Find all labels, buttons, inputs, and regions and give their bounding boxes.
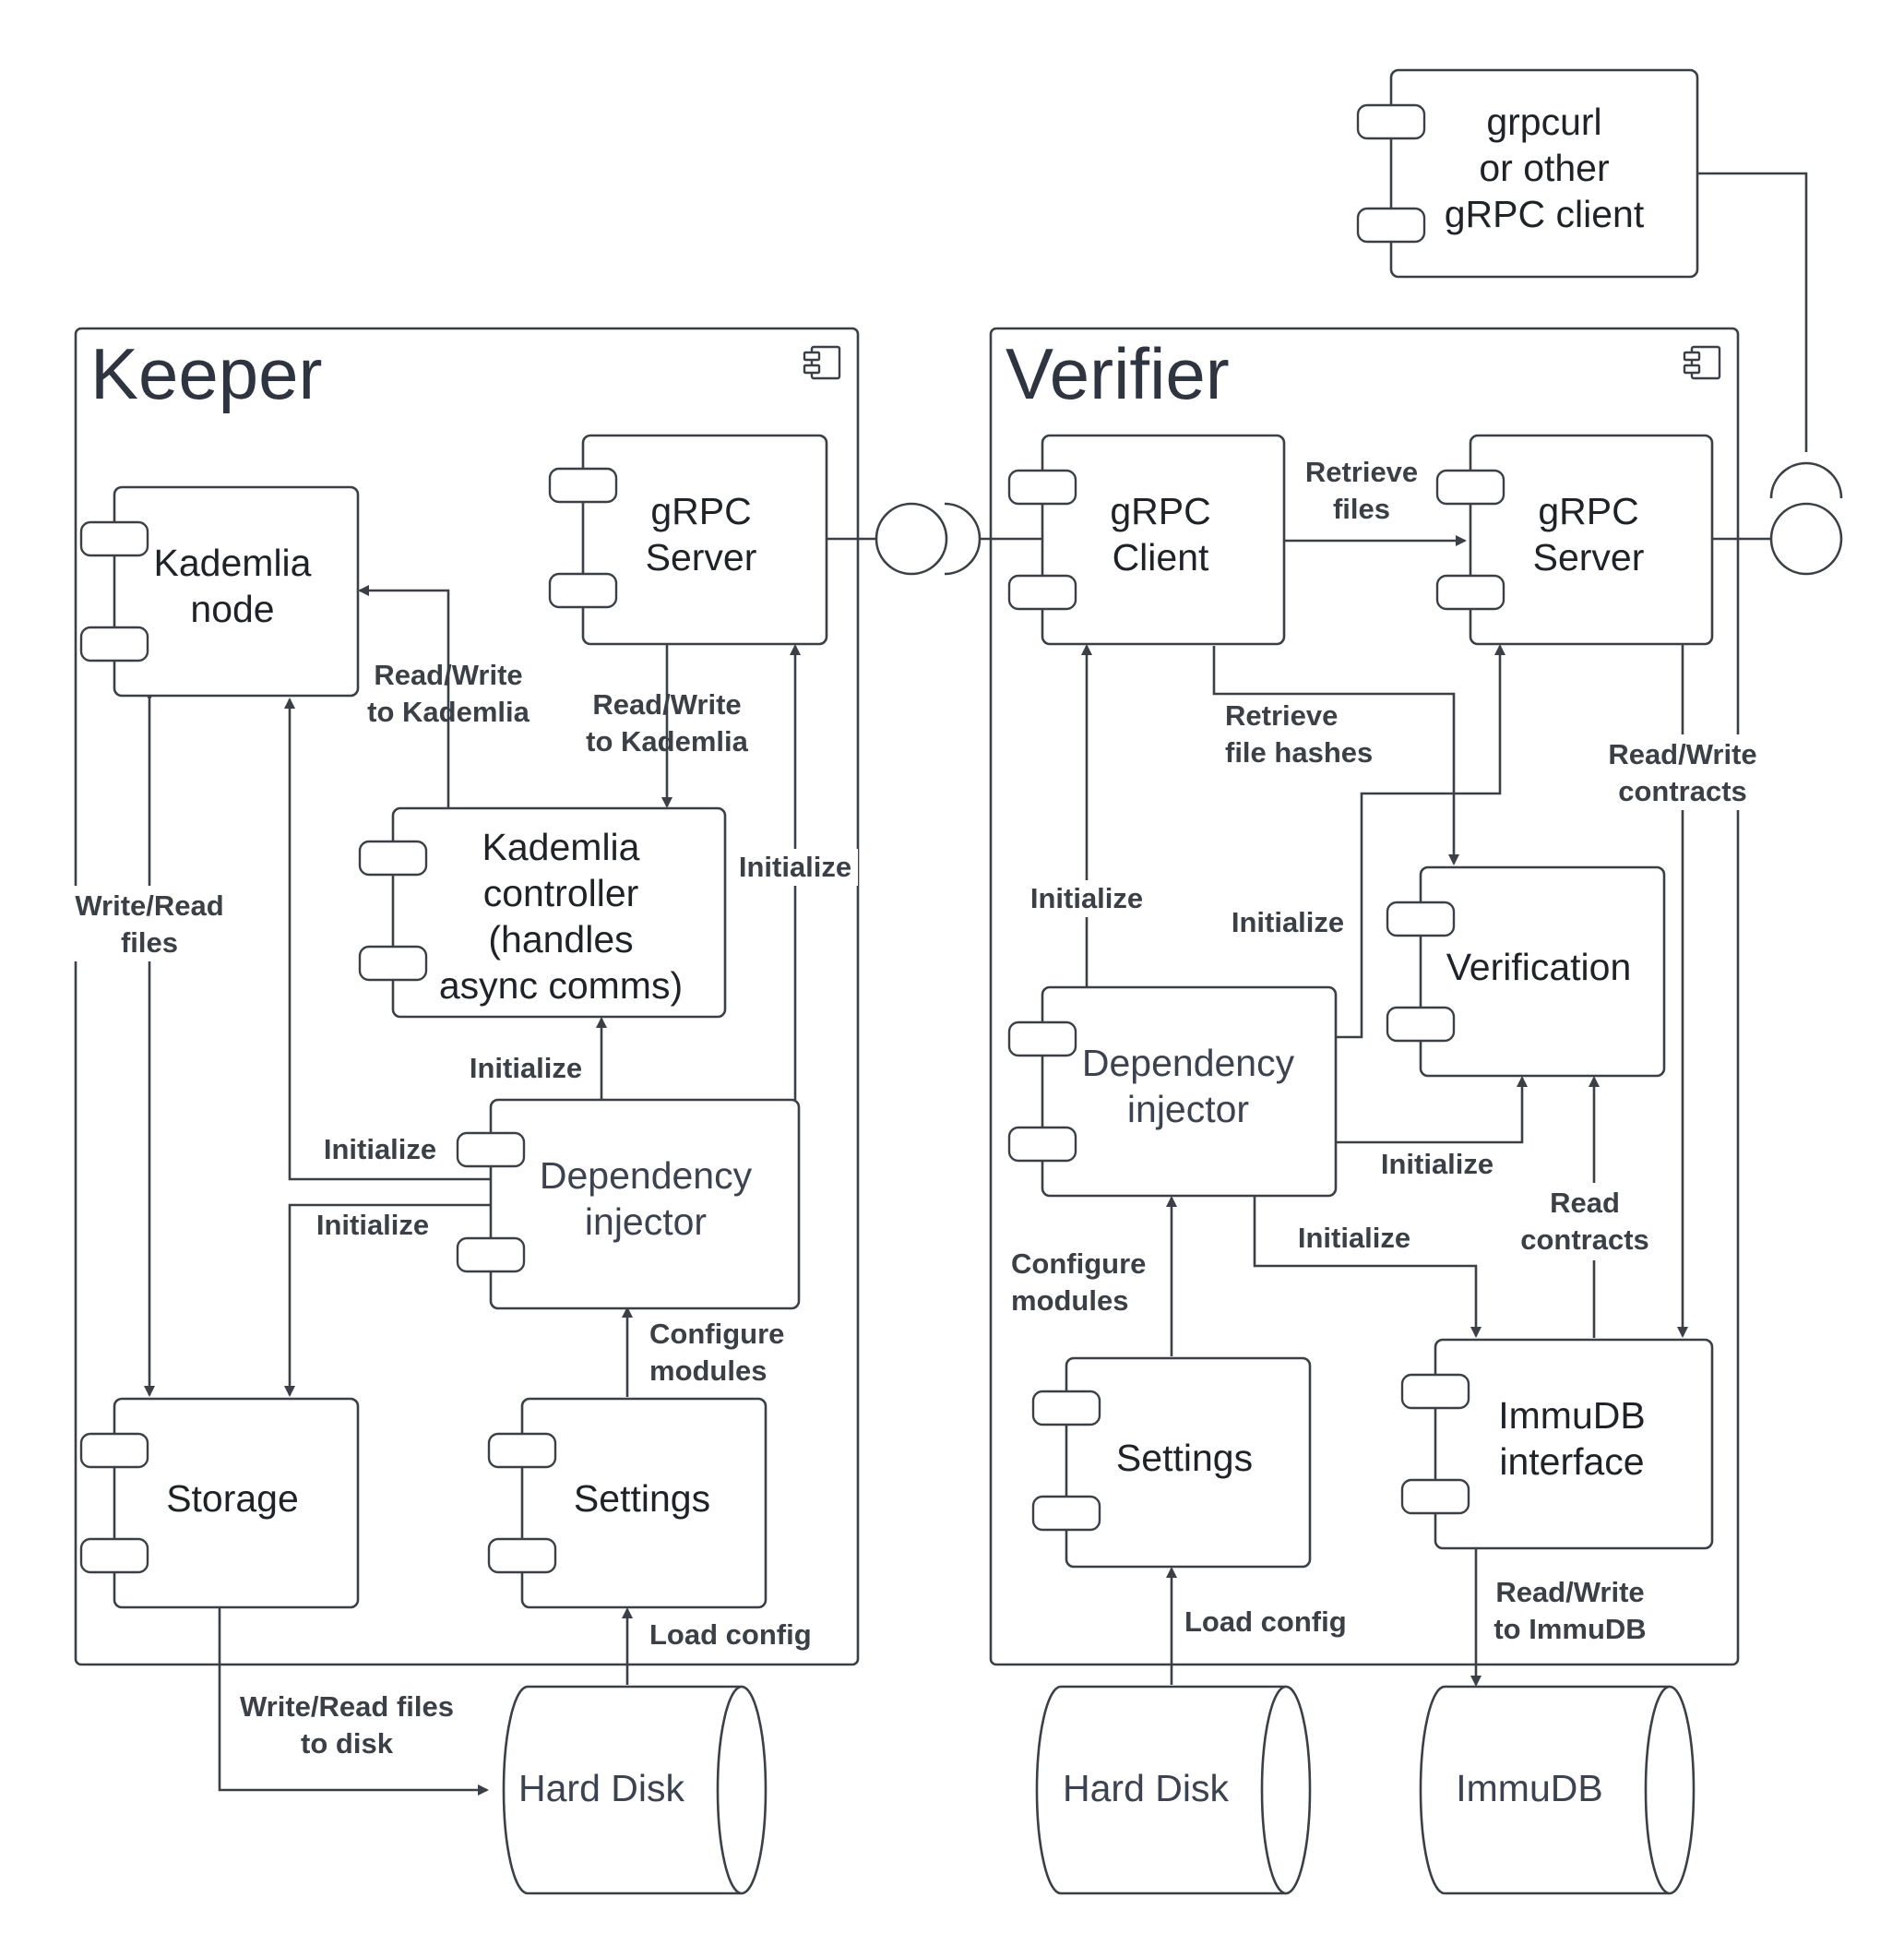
required-interface-icon bbox=[944, 502, 982, 576]
port-icon bbox=[79, 1537, 149, 1574]
port-icon bbox=[1356, 103, 1426, 140]
edge-label: Initialize bbox=[1030, 882, 1143, 914]
keeper-settings: Settings bbox=[487, 1397, 768, 1609]
svg-text:Settings: Settings bbox=[1116, 1437, 1253, 1479]
port-icon bbox=[456, 1131, 526, 1168]
keeper-title: Keeper bbox=[90, 333, 323, 414]
port-icon bbox=[1386, 901, 1456, 937]
port-icon bbox=[1007, 469, 1077, 506]
port-icon bbox=[358, 945, 428, 982]
component-icon bbox=[803, 345, 841, 380]
port-icon bbox=[1007, 1126, 1077, 1163]
port-icon bbox=[1386, 1006, 1456, 1043]
verifier-immudb: ImmuDB bbox=[1419, 1685, 1696, 1895]
component-icon bbox=[1683, 345, 1721, 380]
port-icon bbox=[1031, 1495, 1101, 1532]
port-icon bbox=[1400, 1373, 1470, 1410]
required-interface-icon bbox=[1769, 461, 1843, 499]
port-icon bbox=[1007, 1020, 1077, 1057]
port-icon bbox=[487, 1432, 557, 1469]
edge-label: Load config bbox=[1184, 1605, 1347, 1638]
port-icon bbox=[1400, 1478, 1470, 1515]
interface-edges bbox=[827, 172, 1843, 576]
edge-label: Initialize bbox=[739, 851, 851, 883]
edge-label: Initialize bbox=[324, 1133, 436, 1165]
port-icon bbox=[1007, 574, 1077, 611]
edge-label: Initialize bbox=[1298, 1222, 1410, 1254]
port-icon bbox=[358, 840, 428, 877]
keeper-edges bbox=[144, 585, 801, 1796]
svg-text:ImmuDB: ImmuDB bbox=[1456, 1767, 1602, 1809]
port-icon bbox=[1435, 574, 1505, 611]
verifier-container: Verifier bbox=[989, 327, 1740, 1666]
keeper-storage: Storage bbox=[79, 1397, 360, 1609]
svg-text:Settings: Settings bbox=[574, 1477, 710, 1520]
svg-text:Hard Disk: Hard Disk bbox=[518, 1767, 684, 1809]
port-icon bbox=[548, 572, 618, 609]
port-icon bbox=[548, 467, 618, 504]
edge-label: Initialize bbox=[316, 1209, 429, 1241]
svg-text:Verification: Verification bbox=[1446, 946, 1632, 988]
port-icon bbox=[79, 1432, 149, 1469]
port-icon bbox=[1356, 207, 1426, 244]
provided-interface-icon bbox=[875, 502, 948, 576]
verifier-settings: Settings bbox=[1031, 1356, 1312, 1569]
verifier-hard-disk: Hard Disk bbox=[1035, 1685, 1312, 1895]
port-icon bbox=[79, 626, 149, 662]
port-icon bbox=[487, 1537, 557, 1574]
edge-label: Load config bbox=[649, 1618, 812, 1651]
edge-label: Initialize bbox=[1381, 1148, 1493, 1180]
edge-label: Initialize bbox=[470, 1052, 582, 1084]
edge-label: Initialize bbox=[1232, 906, 1344, 938]
verifier-verification: Verification bbox=[1386, 865, 1666, 1078]
port-icon bbox=[456, 1236, 526, 1273]
provided-interface-icon bbox=[1769, 502, 1843, 576]
svg-text:Storage: Storage bbox=[166, 1477, 299, 1520]
port-icon bbox=[1435, 469, 1505, 506]
port-icon bbox=[79, 520, 149, 557]
keeper-hard-disk: Hard Disk bbox=[502, 1685, 768, 1895]
verifier-edges bbox=[1081, 535, 1688, 1687]
port-icon bbox=[1031, 1390, 1101, 1426]
verifier-title: Verifier bbox=[1006, 333, 1230, 414]
svg-text:Hard Disk: Hard Disk bbox=[1063, 1767, 1229, 1809]
